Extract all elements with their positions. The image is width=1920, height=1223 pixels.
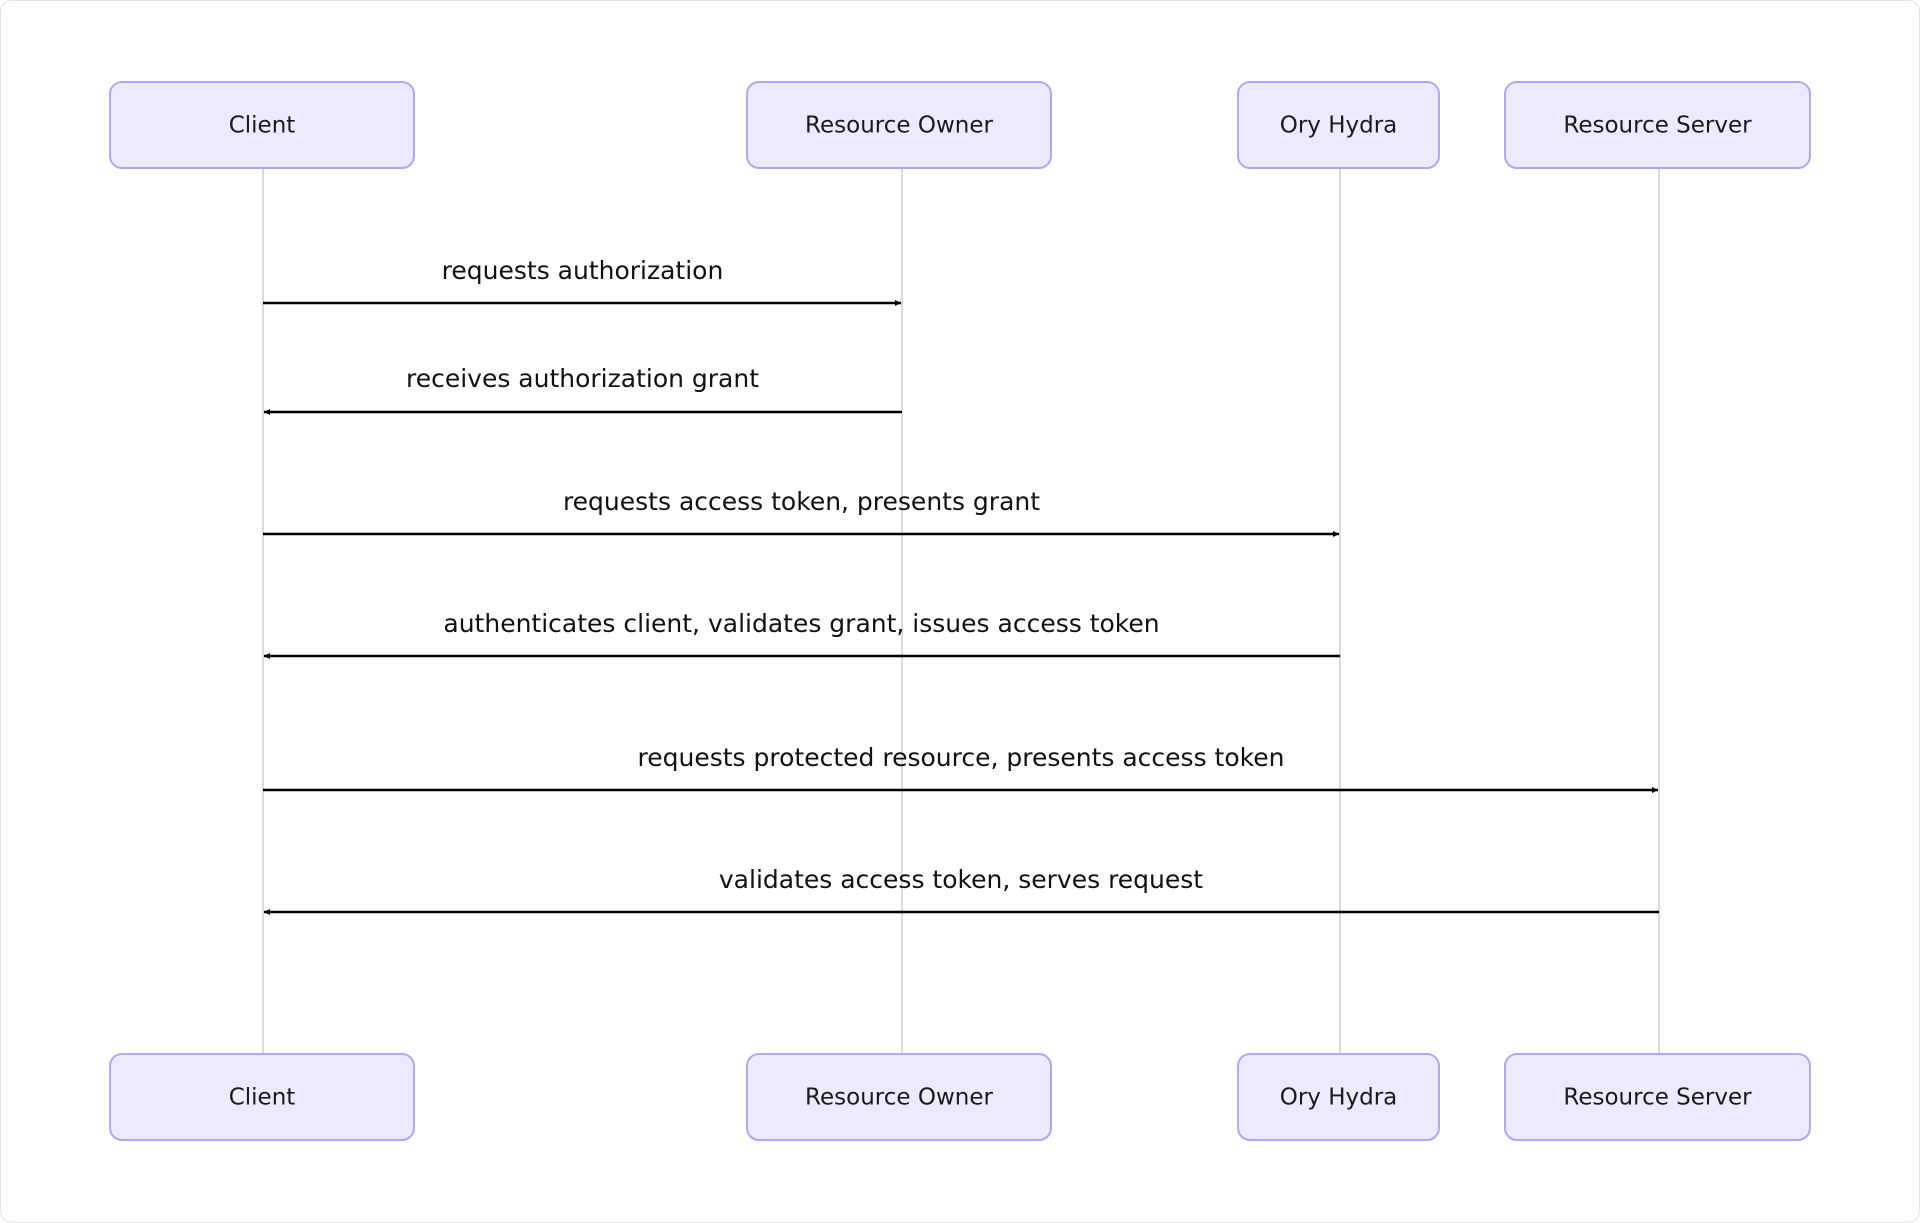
actor-box — [1237, 81, 1440, 169]
message-2: receives authorization grant — [264, 364, 902, 415]
actor-label: Client — [229, 1085, 296, 1111]
actors-bottom: Client Resource Owner Ory Hydra Resource Se… — [109, 1053, 1811, 1141]
actor-box — [1237, 1053, 1440, 1141]
actor-server-bottom: Resource Server — [1504, 1053, 1811, 1141]
lifelines — [262, 168, 1660, 1054]
message-label: authenticates client, validates grant, i… — [443, 609, 1159, 638]
actor-label: Client — [229, 113, 296, 139]
actor-label: Resource Owner — [805, 113, 993, 139]
actor-client-bottom: Client — [109, 1053, 415, 1141]
actor-owner-bottom: Resource Owner — [746, 1053, 1052, 1141]
message-3: requests access token, presents grant — [263, 487, 1339, 537]
actors-top: Client Resource Owner Ory Hydra Resource Se… — [109, 81, 1811, 169]
actor-label: Ory Hydra — [1280, 113, 1398, 139]
actor-label: Resource Server — [1563, 113, 1752, 139]
actor-box — [1504, 81, 1811, 169]
message-label: requests protected resource, presents ac… — [638, 743, 1285, 772]
actor-label: Ory Hydra — [1280, 1085, 1398, 1111]
actor-box — [109, 1053, 415, 1141]
actor-box — [1504, 1053, 1811, 1141]
actor-client-top: Client — [109, 81, 415, 169]
actor-hydra-top: Ory Hydra — [1237, 81, 1440, 169]
actor-box — [109, 81, 415, 169]
message-label: validates access token, serves request — [719, 865, 1203, 894]
actor-hydra-bottom: Ory Hydra — [1237, 1053, 1440, 1141]
actor-owner-top: Resource Owner — [746, 81, 1052, 169]
message-6: validates access token, serves request — [264, 865, 1659, 915]
actor-label: Resource Owner — [805, 1085, 993, 1111]
actor-server-top: Resource Server — [1504, 81, 1811, 169]
message-label: requests authorization — [442, 256, 724, 285]
message-5: requests protected resource, presents ac… — [263, 743, 1658, 793]
messages: requests authorization receives authoriza… — [263, 256, 1659, 915]
actor-box — [746, 81, 1052, 169]
message-4: authenticates client, validates grant, i… — [264, 609, 1340, 659]
message-label: requests access token, presents grant — [563, 487, 1040, 516]
actor-label: Resource Server — [1563, 1085, 1752, 1111]
message-1: requests authorization — [263, 256, 901, 306]
message-label: receives authorization grant — [406, 364, 759, 393]
actor-box — [746, 1053, 1052, 1141]
